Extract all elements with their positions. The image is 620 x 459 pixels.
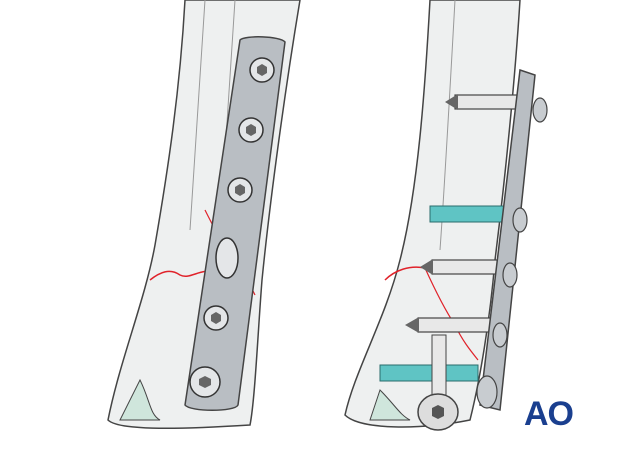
right-plate xyxy=(476,68,548,411)
left-plate xyxy=(184,36,286,411)
fracture-line xyxy=(149,270,216,281)
right-screws xyxy=(379,94,524,431)
ao-logo: AO xyxy=(524,395,574,433)
